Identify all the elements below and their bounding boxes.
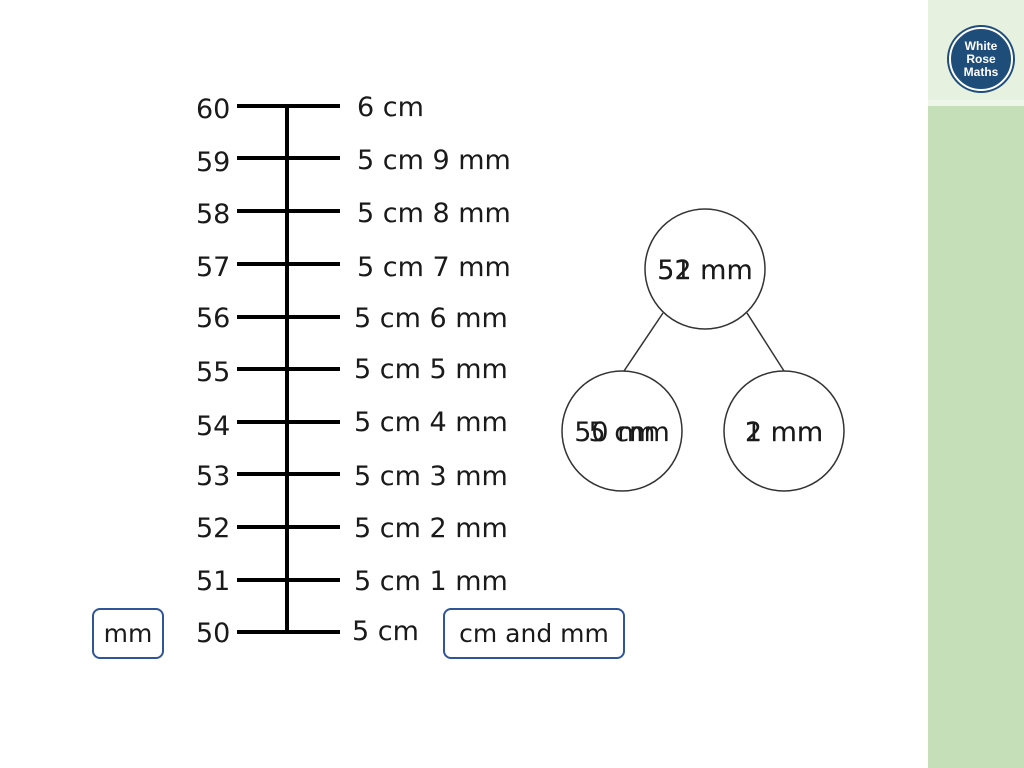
logo-line-3: Maths <box>963 64 999 79</box>
part-whole-branch-left <box>623 312 664 372</box>
part-left-value-overlap: 5 cm <box>588 417 656 448</box>
part-left-circle <box>561 370 683 492</box>
whole-circle <box>644 208 766 330</box>
cm-label-58: 5 cm 8 mm <box>357 198 511 229</box>
ruler-ticks <box>237 104 340 634</box>
cm-label-52: 5 cm 2 mm <box>354 513 508 544</box>
part-right-value-overlap: 1 mm <box>744 417 824 448</box>
logo-line-2: Rose <box>966 51 996 66</box>
cm-label-51: 5 cm 1 mm <box>354 566 508 597</box>
mm-label-59: 59 <box>196 147 231 178</box>
cm-label-50: 5 cm <box>352 616 419 647</box>
mm-label-60: 60 <box>196 94 231 125</box>
cm-label-56: 5 cm 6 mm <box>354 303 508 334</box>
part-right-value: 2 mm <box>744 417 824 448</box>
mm-label-51: 51 <box>196 566 231 597</box>
cm-label-59: 5 cm 9 mm <box>357 145 511 176</box>
cm-label-53: 5 cm 3 mm <box>354 461 508 492</box>
part-right-circle <box>723 370 845 492</box>
mm-label-50: 50 <box>196 618 231 649</box>
logo-line-1: White <box>964 38 998 53</box>
mm-label-55: 55 <box>196 357 231 388</box>
cm-label-57: 5 cm 7 mm <box>357 252 511 283</box>
whole-value: 52 mm <box>657 255 753 286</box>
cm-label-54: 5 cm 4 mm <box>354 407 508 438</box>
part-left-value: 50 mm <box>574 417 670 448</box>
mm-unit-box[interactable]: mm <box>92 608 164 659</box>
part-whole-branch-right <box>746 312 785 372</box>
whole-value-overlap: 51 mm <box>657 255 753 286</box>
mm-label-53: 53 <box>196 461 231 492</box>
white-rose-maths-logo: White Rose Maths <box>949 27 1013 91</box>
cm-label-60: 6 cm <box>357 92 424 123</box>
cm-and-mm-unit-box[interactable]: cm and mm <box>443 608 625 659</box>
cm-label-55: 5 cm 5 mm <box>354 354 508 385</box>
side-divider <box>928 100 1024 106</box>
mm-label-56: 56 <box>196 303 231 334</box>
side-bar <box>928 0 1024 768</box>
mm-label-57: 57 <box>196 252 231 283</box>
mm-label-52: 52 <box>196 513 231 544</box>
diagram-canvas <box>237 104 845 634</box>
mm-label-58: 58 <box>196 199 231 230</box>
mm-label-54: 54 <box>196 411 231 442</box>
